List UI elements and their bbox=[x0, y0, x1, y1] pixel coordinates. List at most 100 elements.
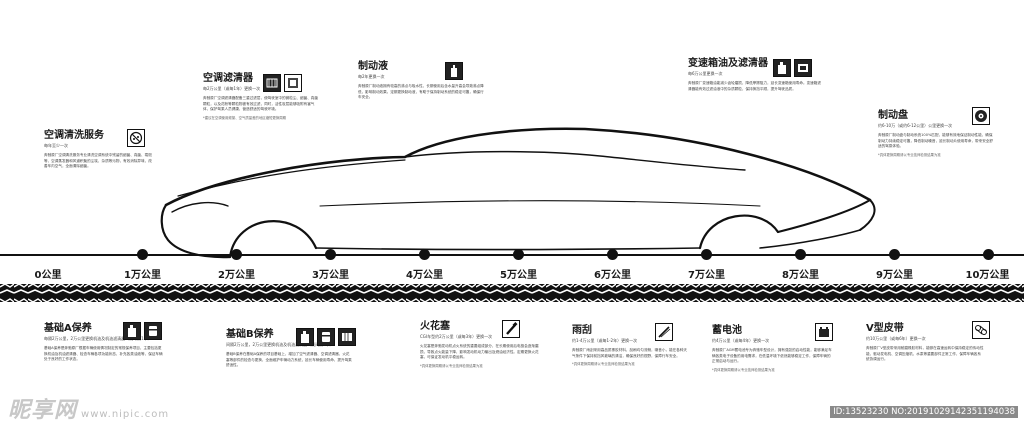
timeline-label: 0公里 bbox=[34, 270, 62, 281]
timeline-label: 2万公里 bbox=[218, 270, 255, 281]
v-belt-icon bbox=[972, 321, 990, 339]
card-title: 基础A保养 bbox=[44, 323, 92, 334]
car-hood-line bbox=[177, 159, 406, 197]
car-side-crease bbox=[319, 200, 761, 207]
card-interval: 间隔2万公里，2万公里更换机油及机油滤清器（或间隔2年） bbox=[226, 342, 334, 347]
timeline-label: 9万公里 bbox=[876, 270, 913, 281]
timeline-marker bbox=[419, 249, 430, 260]
timeline-axis bbox=[0, 254, 1024, 256]
card-battery: 蓄电池 约4万公里（或每4年）更换一次 奔驰原厂AGM蓄电池专为奔驰车型设计，拥… bbox=[712, 325, 832, 373]
timeline-marker bbox=[983, 249, 994, 260]
watermark-site: www.nipic.com bbox=[81, 409, 170, 420]
card-title: 火花塞 bbox=[420, 321, 450, 332]
watermark-id: ID:13523230 NO:20191029142351194038 bbox=[830, 406, 1018, 418]
oil-bottle-icon bbox=[773, 59, 791, 77]
card-basic-b: 基础B保养 间隔2万公里，2万公里更换机油及机油滤清器（或间隔2年） 基础B保养… bbox=[226, 329, 352, 369]
filter-element-icon bbox=[284, 74, 302, 92]
air-filter-icon bbox=[263, 74, 281, 92]
card-interval: 约1-4万公里（或每1-2年）更换一次 bbox=[572, 338, 638, 343]
car-front-wheel-arch bbox=[228, 220, 318, 259]
tire-tread-track bbox=[0, 284, 1024, 302]
card-note: *具体更换周期请以专业技师检测结果为准 bbox=[712, 367, 775, 372]
card-title: 制动盘 bbox=[878, 110, 908, 121]
card-description: 基础A保养是奔驰原厂根据车辆使用情况制定的常规保养项目，主要包括更换机油及机油滤… bbox=[44, 346, 163, 362]
timeline-marker bbox=[137, 249, 148, 260]
timeline-label: 3万公里 bbox=[312, 270, 349, 281]
card-gearbox-oil: 变速箱油及滤清器 每6万公里更换一次 奔驰原厂变速箱油能减少齿轮磨损，降低摩擦阻… bbox=[688, 58, 823, 92]
card-air-filter: 空调滤清器 每2万公里（或每1年）更换一次 奔驰原厂空调滤清器配备三重过滤层，使… bbox=[203, 73, 320, 121]
timeline-label: 6万公里 bbox=[594, 270, 631, 281]
card-description: 奔驰原厂雨刮采用高品质橡胶材料，刮刷均匀流畅，噪音小，能在各种天气条件下保持前挡… bbox=[572, 348, 687, 358]
oil-filter-icon bbox=[144, 322, 162, 340]
card-interval: 每2年更换一次 bbox=[358, 74, 385, 79]
timeline-marker bbox=[513, 249, 524, 260]
car-front-bumper bbox=[160, 203, 232, 259]
car-side-sill bbox=[315, 247, 701, 251]
card-interval: 约4万公里（或每4年）更换一次 bbox=[712, 338, 770, 343]
timeline-label: 5万公里 bbox=[500, 270, 537, 281]
car-tail-accent bbox=[759, 229, 861, 249]
card-interval: 每6万公里更换一次 bbox=[688, 71, 723, 76]
oil-filter-icon bbox=[317, 328, 335, 346]
watermark-brand: 昵享网 bbox=[8, 398, 78, 423]
card-note: *具体更换周期请以专业技师检测结果为准 bbox=[420, 363, 483, 368]
card-description: 基础B保养在基础A保养的项目基础上，增加了空气滤清器、空调滤清器、火花塞等部件的… bbox=[226, 352, 352, 368]
no-bacteria-icon bbox=[127, 129, 145, 147]
card-brake-fluid: 制动液 每2年更换一次 奔驰原厂制动液拥有较高的沸点与吸水性，长期使用后含水量升… bbox=[358, 61, 484, 101]
card-spark-plug: 火花塞 CGI车型约2万公里（或每3年）更换一次 火花塞是奔驰发动机点火系统的重… bbox=[420, 321, 540, 369]
engine-oil-icon bbox=[296, 328, 314, 346]
card-title: 空调滤清器 bbox=[203, 73, 253, 84]
spark-plug-icon bbox=[502, 320, 520, 338]
card-interval: 约10万公里（或每6年）更换一次 bbox=[866, 336, 926, 341]
card-title: 制动液 bbox=[358, 61, 388, 72]
car-roofline bbox=[164, 127, 872, 207]
card-basic-a: 基础A保养 每隔2万公里，2万公里更换机油及机油滤清器（或每隔1年） 基础A保养… bbox=[44, 323, 164, 363]
timeline-label: 4万公里 bbox=[406, 270, 443, 281]
card-description: 火花塞是奔驰发动机点火系统的重要组成部分，在长期使用后电极会逐渐磨损，导致点火能… bbox=[420, 344, 539, 360]
card-brake-disc: 制动盘 约6-10万（或约6-12公里）公里更换一次 奔驰原厂制动盘与制动系统1… bbox=[878, 110, 993, 158]
timeline-marker bbox=[325, 249, 336, 260]
timeline-label: 8万公里 bbox=[782, 270, 819, 281]
timeline-label: 1万公里 bbox=[124, 270, 161, 281]
card-note: *建议在空调使用频繁、空气质量差的地区缩短更换周期 bbox=[203, 115, 287, 120]
card-description: 奔驰原厂空调清洗服务专业清洗空调系统中残留的细菌、真菌、霉斑等，空调蒸发器和风道… bbox=[44, 153, 152, 169]
timeline-marker bbox=[701, 249, 712, 260]
card-note: *具体更换周期请以专业技师检测结果为准 bbox=[878, 152, 941, 157]
card-description: 奔驰原厂V型皮带采用耐磨橡胶材料，能够在高速运转中保持稳定的传动性能，驱动发电机… bbox=[866, 346, 984, 362]
card-title: 雨刮 bbox=[572, 325, 592, 336]
card-interval: 每2万公里（或每1年）更换一次 bbox=[203, 86, 261, 91]
timeline-marker bbox=[795, 249, 806, 260]
card-title: 基础B保养 bbox=[226, 329, 274, 340]
brake-fluid-bottle-icon bbox=[445, 62, 463, 80]
battery-icon bbox=[815, 323, 833, 341]
timeline-marker bbox=[231, 249, 242, 260]
car-headlight bbox=[171, 201, 229, 213]
card-note: *具体更换周期请以专业技师检测结果为准 bbox=[572, 362, 635, 367]
card-title: 变速箱油及滤清器 bbox=[688, 58, 768, 69]
card-description: 奔驰原厂制动盘与制动系统100%匹配，能够有效地保证制动性能，确保制动力持续稳定… bbox=[878, 133, 993, 149]
card-ac-cleaning: 空调清洗服务 每年至少一次 奔驰原厂空调清洗服务专业清洗空调系统中残留的细菌、真… bbox=[44, 130, 154, 170]
card-interval: 每年至少一次 bbox=[44, 143, 68, 148]
card-title: 蓄电池 bbox=[712, 325, 742, 336]
card-interval: 每隔2万公里，2万公里更换机油及机油滤清器（或每隔1年） bbox=[44, 336, 152, 341]
card-title: 空调清洗服务 bbox=[44, 130, 104, 141]
card-description: 奔驰原厂空调滤清器配备三重过滤层，使驾驶室中的微粒尘、细菌、真菌颗粒，以及花粉等… bbox=[203, 96, 318, 112]
timeline-label: 10万公里 bbox=[965, 270, 1010, 281]
car-window-line bbox=[404, 150, 746, 171]
card-wiper: 雨刮 约1-4万公里（或每1-2年）更换一次 奔驰原厂雨刮采用高品质橡胶材料，刮… bbox=[572, 325, 687, 367]
card-description: 奔驰原厂制动液拥有较高的沸点与吸水性，长期使用后含水量升高会导致沸点降低，影响制… bbox=[358, 84, 484, 100]
brake-disc-icon bbox=[972, 107, 990, 125]
card-title: V型皮带 bbox=[866, 323, 904, 334]
card-v-belt: V型皮带 约10万公里（或每6年）更换一次 奔驰原厂V型皮带采用耐磨橡胶材料，能… bbox=[866, 323, 984, 363]
car-rear-wheel-arch bbox=[698, 214, 780, 250]
air-filter-icon bbox=[338, 328, 356, 346]
engine-oil-icon bbox=[123, 322, 141, 340]
gearbox-filter-icon bbox=[794, 59, 812, 77]
card-description: 奔驰原厂AGM蓄电池专为奔驰车型设计，拥有强劲的启动性能，能够满足车辆各类电子设… bbox=[712, 348, 832, 364]
card-description: 奔驰原厂变速箱油能减少齿轮磨损，降低摩擦阻力，延长变速箱使用寿命。变速箱滤清器能… bbox=[688, 81, 821, 91]
wiper-blade-icon bbox=[655, 323, 673, 341]
timeline-marker bbox=[889, 249, 900, 260]
car-rear-end bbox=[777, 199, 876, 233]
